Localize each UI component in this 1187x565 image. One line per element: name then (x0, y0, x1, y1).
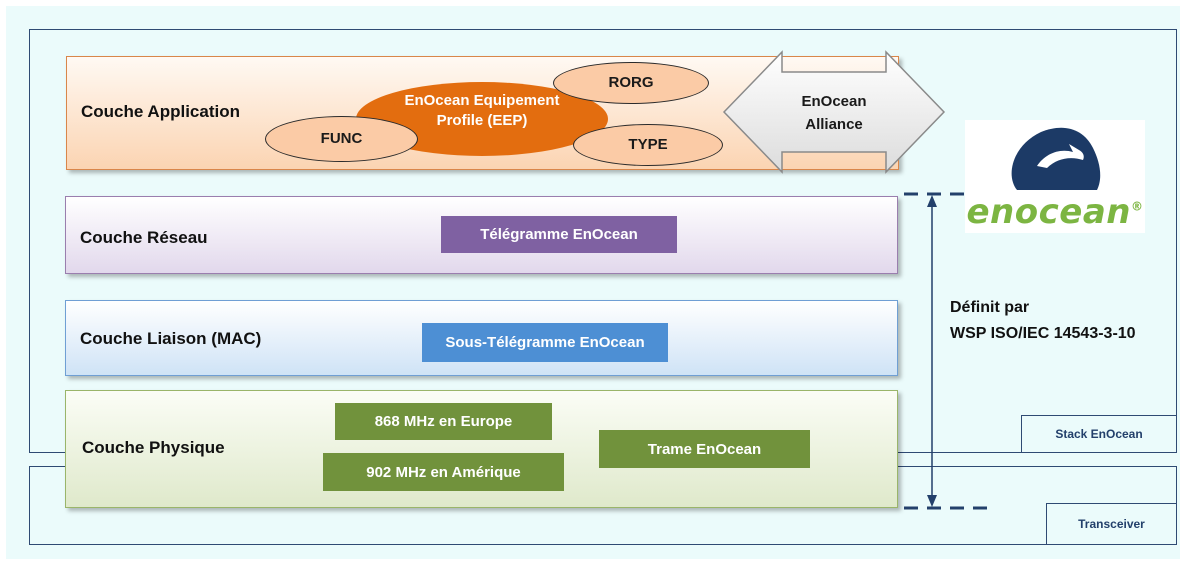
freq-america-tag: 902 MHz en Amérique (323, 453, 564, 491)
logo-wordmark: enocean® (965, 192, 1145, 232)
definition-text: Définit par WSP ISO/IEC 14543-3-10 (950, 295, 1136, 347)
arrow-down-icon (927, 495, 937, 507)
func-label: FUNC (320, 130, 363, 147)
double-arrow-icon (722, 50, 946, 174)
physical-layer-title: Couche Physique (82, 438, 225, 457)
logo-registered-mark: ® (1131, 199, 1144, 214)
freq-europe-label: 868 MHz en Europe (374, 413, 513, 430)
alliance-double-arrow: EnOcean Alliance (722, 50, 946, 175)
stack-enocean-text: Stack EnOcean (1055, 427, 1143, 441)
frame-label: Trame EnOcean (647, 440, 762, 458)
arrow-up-icon (927, 195, 937, 207)
transceiver-text: Transceiver (1078, 517, 1145, 531)
subtelegram-tag: Sous-Télégramme EnOcean (422, 323, 668, 362)
freq-america-label: 902 MHz en Amérique (366, 463, 521, 481)
transceiver-label: Transceiver (1046, 503, 1176, 544)
freq-europe-tag: 868 MHz en Europe (335, 403, 552, 440)
dolphin-icon (1011, 127, 1101, 190)
rorg-label: RORG (608, 74, 654, 91)
subtelegram-label: Sous-Télégramme EnOcean (445, 334, 645, 351)
telegram-label: Télégramme EnOcean (480, 226, 638, 243)
func-ellipse: FUNC (265, 116, 418, 162)
network-layer-title: Couche Réseau (80, 228, 208, 247)
alliance-label: EnOcean Alliance (801, 92, 867, 133)
rorg-ellipse: RORG (553, 62, 709, 104)
telegram-tag: Télégramme EnOcean (441, 216, 677, 253)
type-label: TYPE (628, 136, 668, 153)
alliance-label-wrap: EnOcean Alliance (722, 50, 946, 175)
definition-line1: Définit par (950, 299, 1030, 316)
enocean-logo: enocean® (965, 120, 1145, 233)
stack-enocean-label: Stack EnOcean (1021, 415, 1176, 452)
type-ellipse: TYPE (573, 124, 723, 166)
frame-tag: Trame EnOcean (599, 430, 810, 468)
eep-label: EnOcean Equipement Profile (EEP) (404, 92, 560, 129)
application-layer-title: Couche Application (81, 102, 240, 121)
dimension-indicator (904, 192, 992, 510)
link-layer-title: Couche Liaison (MAC) (80, 329, 262, 348)
logo-text: enocean (966, 192, 1131, 232)
definition-line2: WSP ISO/IEC 14543-3-10 (950, 325, 1136, 342)
